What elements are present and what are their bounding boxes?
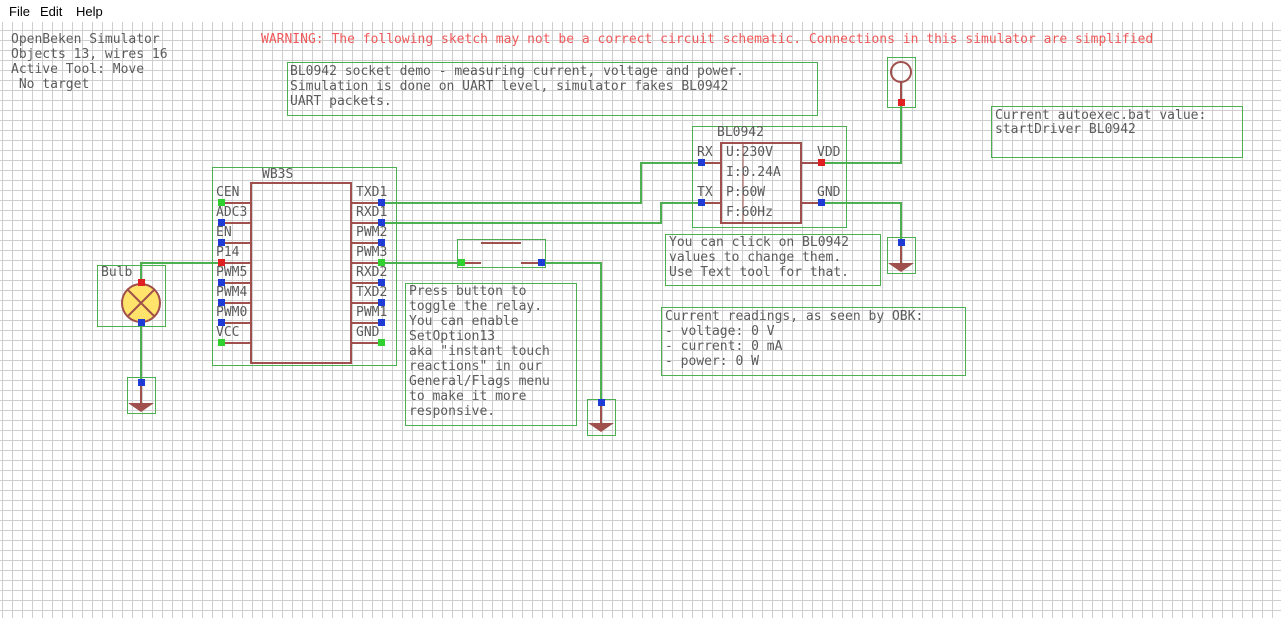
wb3s-right-pins bbox=[351, 202, 381, 344]
autoexec-box[interactable] bbox=[991, 106, 1243, 158]
bl0942-pin-vdd: VDD bbox=[817, 145, 841, 160]
readings-power: - power: 0 W bbox=[665, 354, 759, 369]
menu-edit[interactable]: Edit bbox=[40, 4, 63, 19]
bl0942-pin-rx: RX bbox=[697, 145, 713, 160]
objects-count: Objects 13, wires 16 bbox=[11, 47, 168, 62]
wire-rxd1-tx bbox=[382, 202, 701, 224]
demo-note-line-2: Simulation is done on UART level, simula… bbox=[290, 79, 729, 94]
bl-hint-line-1: You can click on BL0942 bbox=[669, 235, 850, 250]
bl0942-body bbox=[720, 142, 802, 224]
ground-2-symbol bbox=[588, 423, 614, 432]
button-box bbox=[457, 239, 546, 268]
wb3s-box bbox=[212, 167, 397, 366]
wb3s-pin-txd2: TXD2 bbox=[356, 285, 388, 300]
wb3s-pin-gnd: GND bbox=[356, 325, 380, 340]
active-tool: Active Tool: Move bbox=[11, 62, 145, 77]
wb3s-pin-pwm5: PWM5 bbox=[216, 265, 248, 280]
bulb-label: Bulb bbox=[101, 265, 133, 280]
wb3s-pin-rxd1: RXD1 bbox=[356, 205, 388, 220]
wb3s-pin-txd1: TXD1 bbox=[356, 185, 388, 200]
bl0942-box bbox=[692, 126, 847, 228]
demo-note-line-1: BL0942 socket demo - measuring current, … bbox=[290, 64, 744, 79]
wb3s-title: WB3S bbox=[262, 167, 294, 182]
button-note-line-8: to make it more bbox=[409, 389, 527, 404]
button-note-line-3: You can enable bbox=[409, 314, 519, 329]
demo-note-box[interactable] bbox=[287, 62, 818, 116]
ground-3-symbol bbox=[888, 263, 914, 272]
bl0942-pins bbox=[701, 162, 821, 204]
demo-note-line-3: UART packets. bbox=[290, 94, 392, 109]
wb3s-body bbox=[250, 182, 352, 364]
bl-hint-line-3: Use Text tool for that. bbox=[669, 265, 850, 280]
readings-current: - current: 0 mA bbox=[665, 339, 783, 354]
bl-hint-line-2: values to change them. bbox=[669, 250, 842, 265]
wb3s-pin-rxd2: RXD2 bbox=[356, 265, 388, 280]
button-symbol bbox=[461, 242, 541, 264]
wire-button-ground bbox=[541, 262, 602, 403]
wb3s-pin-pwm4: PWM4 bbox=[216, 285, 248, 300]
circuit-drawing bbox=[97, 57, 916, 436]
button-note-line-7: General/Flags menu bbox=[409, 374, 550, 389]
wb3s-pin-p14: P14 bbox=[216, 245, 240, 260]
button-note-box[interactable] bbox=[405, 283, 577, 426]
wire-txd1-rx bbox=[382, 162, 701, 204]
readings-box[interactable] bbox=[661, 307, 966, 376]
wb3s-pin-pwm2: PWM2 bbox=[356, 225, 388, 240]
source-circle bbox=[890, 61, 912, 83]
autoexec-value: startDriver BL0942 bbox=[995, 122, 1136, 137]
app-name: OpenBeken Simulator bbox=[11, 32, 160, 47]
warning-text: WARNING: The following sketch may not be… bbox=[261, 32, 1154, 47]
button-note-line-5: aka "instant touch bbox=[409, 344, 550, 359]
button-note-line-6: reactions" in our bbox=[409, 359, 543, 374]
bl0942-frequency[interactable]: F:60Hz bbox=[726, 205, 773, 220]
bl0942-pin-tx: TX bbox=[697, 185, 713, 200]
wb3s-pin-cen: CEN bbox=[216, 185, 240, 200]
simulator-canvas[interactable]: OpenBeken Simulator Objects 13, wires 16… bbox=[0, 22, 1281, 618]
wb3s-pin-pwm0: PWM0 bbox=[216, 305, 248, 320]
bl0942-voltage[interactable]: U:230V bbox=[726, 145, 773, 160]
menu-bar: File Edit Help bbox=[0, 0, 1281, 22]
bl0942-pin-gnd: GND bbox=[817, 185, 841, 200]
bl-hint-box[interactable] bbox=[665, 234, 881, 286]
ground-box-1 bbox=[127, 377, 156, 414]
wire-vdd-source bbox=[821, 103, 902, 164]
readings-title: Current readings, as seen by OBK: bbox=[665, 309, 924, 324]
button-note-line-4: SetOption13 bbox=[409, 329, 496, 344]
bl0942-current[interactable]: I:0.24A bbox=[726, 165, 781, 180]
ground-box-3 bbox=[887, 237, 916, 274]
bulb-cross bbox=[127, 289, 155, 317]
wb3s-left-pins bbox=[221, 202, 251, 344]
ground-1-symbol bbox=[128, 403, 154, 412]
wb3s-pin-en: EN bbox=[216, 225, 232, 240]
wb3s-pin-adc3: ADC3 bbox=[216, 205, 248, 220]
autoexec-title: Current autoexec.bat value: bbox=[995, 108, 1207, 123]
menu-file[interactable]: File bbox=[9, 4, 30, 19]
wb3s-pin-vcc: VCC bbox=[216, 325, 240, 340]
button-note-line-9: responsive. bbox=[409, 404, 496, 419]
bl0942-title: BL0942 bbox=[717, 125, 764, 140]
target-status: No target bbox=[11, 77, 90, 92]
bulb-box bbox=[97, 265, 166, 327]
bl0942-power[interactable]: P:60W bbox=[726, 185, 766, 200]
menu-help[interactable]: Help bbox=[76, 4, 103, 19]
wb3s-pin-pwm3: PWM3 bbox=[356, 245, 388, 260]
wire-gnd-ground bbox=[821, 202, 902, 243]
button-note-line-1: Press button to bbox=[409, 284, 527, 299]
source-box bbox=[887, 57, 916, 108]
wire-p14-bulb bbox=[140, 262, 222, 283]
wb3s-pin-pwm1: PWM1 bbox=[356, 305, 388, 320]
button-note-line-2: toggle the relay. bbox=[409, 299, 543, 314]
readings-voltage: - voltage: 0 V bbox=[665, 324, 775, 339]
